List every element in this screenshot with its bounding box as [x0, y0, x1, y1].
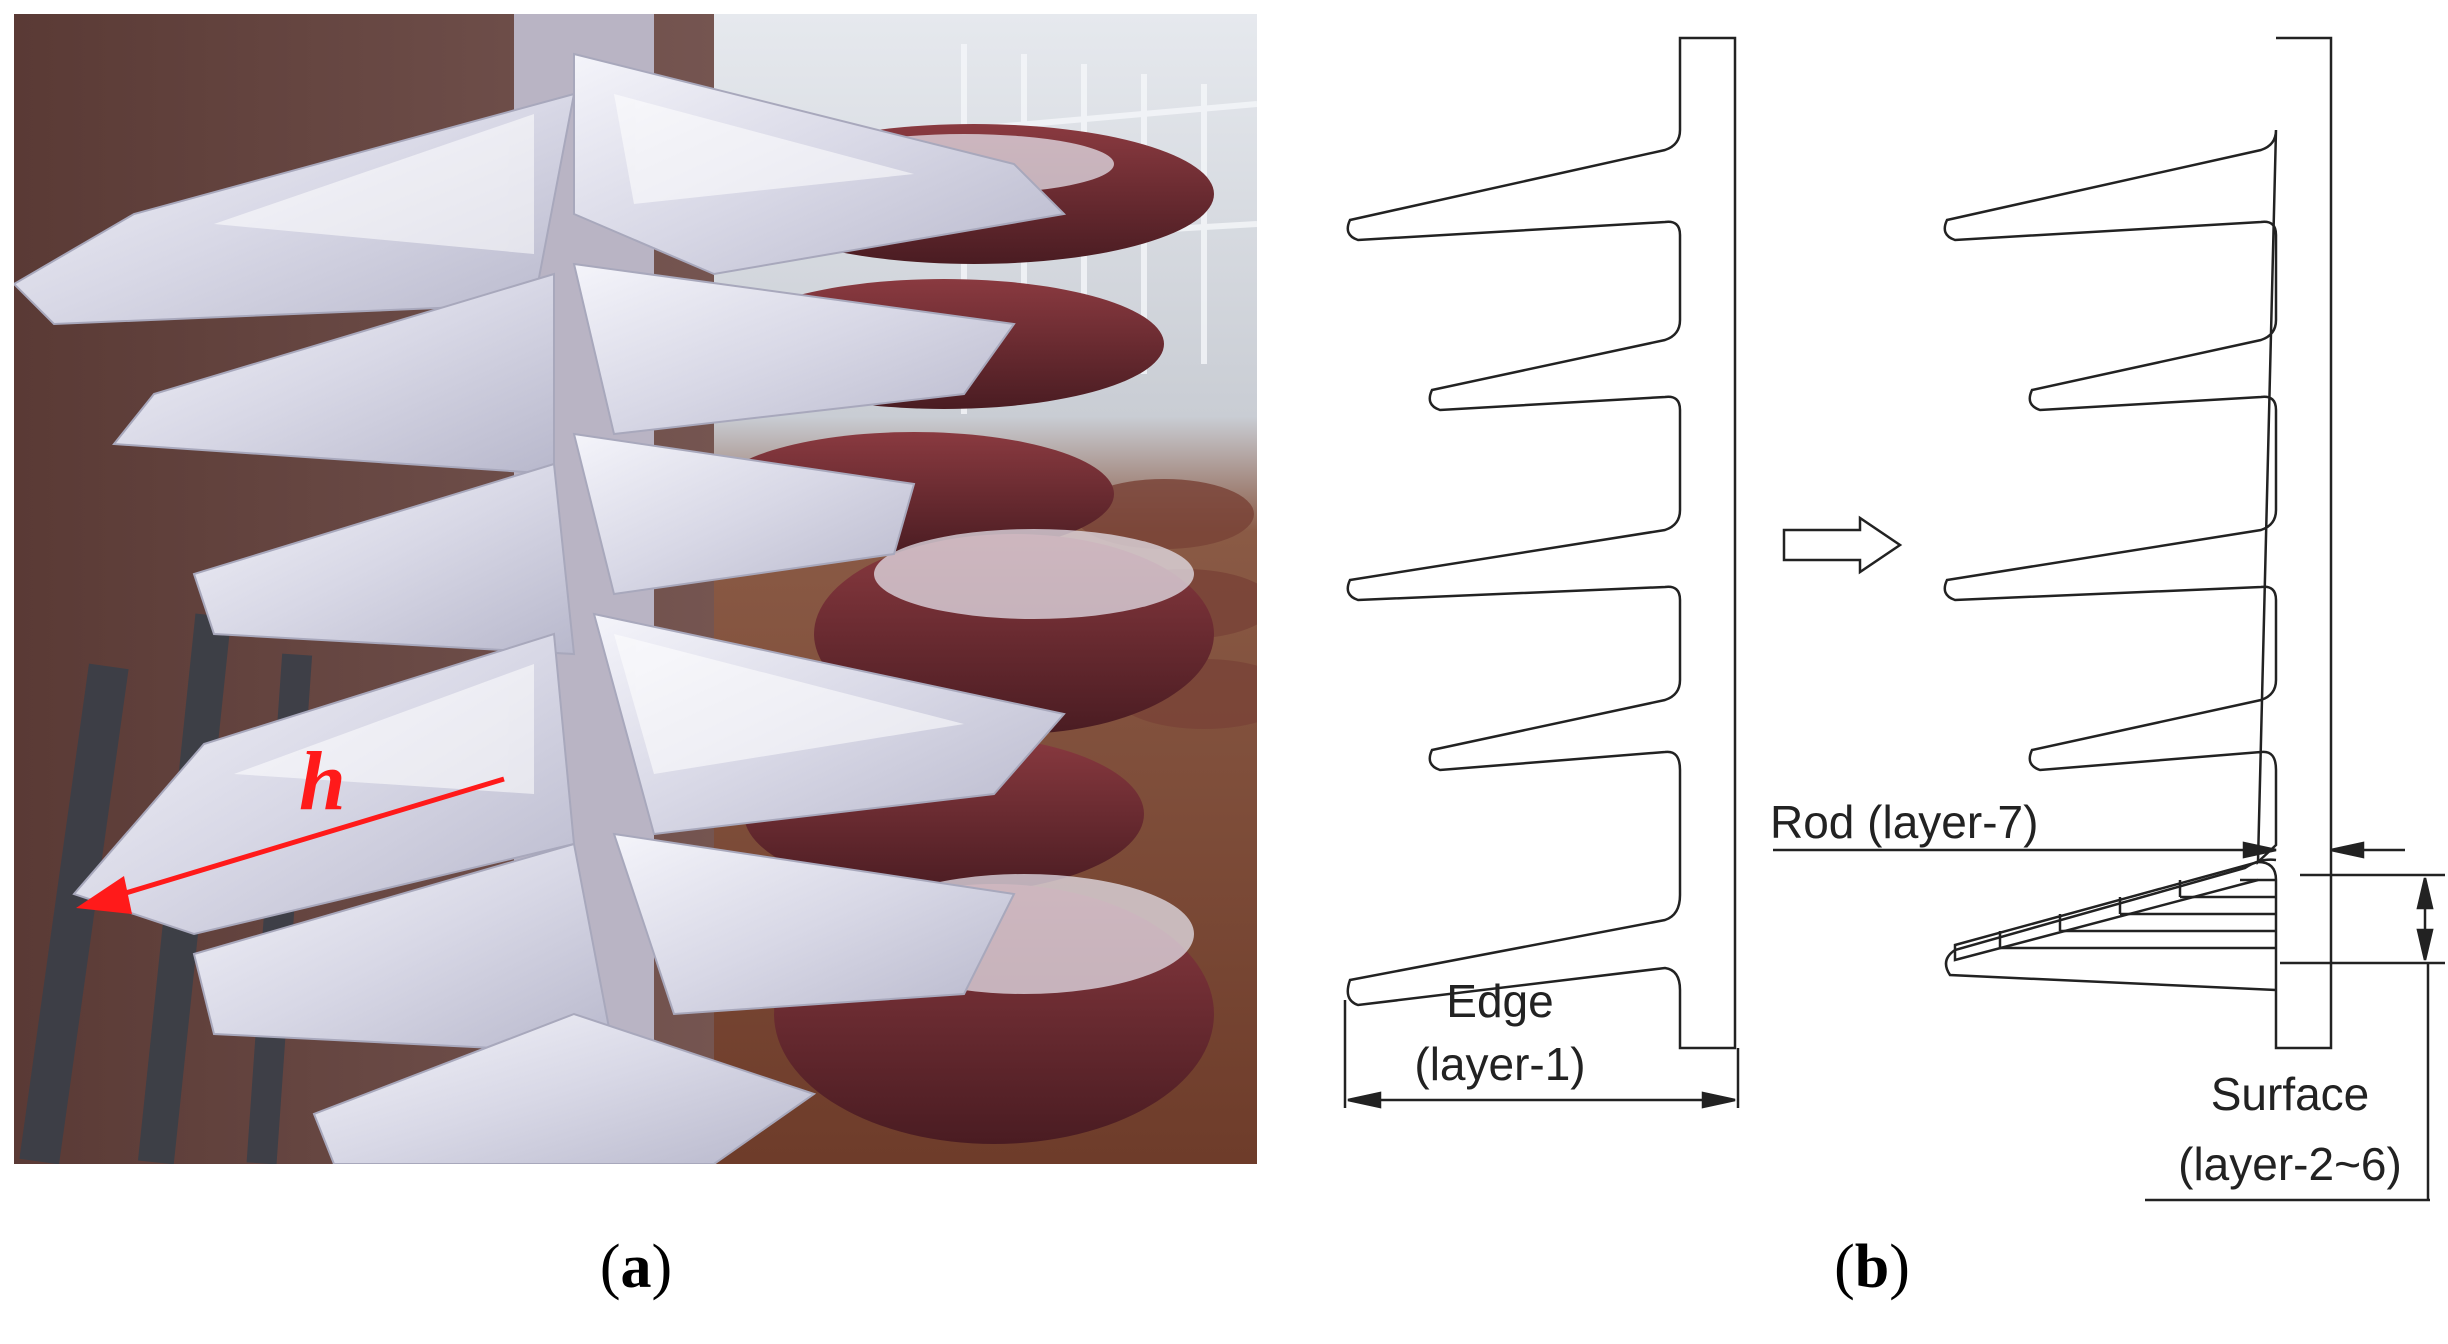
panel-label-a: (a): [599, 1233, 673, 1301]
surface-label-line1: Surface: [2211, 1068, 2370, 1120]
surface-label-line2: (layer-2~6): [2178, 1138, 2402, 1190]
panel-label-b: (b): [1834, 1233, 1910, 1301]
photo-illustration: h: [14, 14, 1257, 1164]
insulator-layer-diagram: Rod (layer-7) Edge (layer-1) Surface (la…: [1300, 0, 2448, 1339]
right-insulator-profile: [1943, 36, 2333, 1050]
height-label: h: [299, 735, 346, 828]
surface-dimension: [2145, 873, 2445, 1202]
edge-label-line2: (layer-1): [1414, 1038, 1585, 1090]
iced-insulator-photo: h: [14, 14, 1257, 1164]
edge-label-line1: Edge: [1446, 975, 1553, 1027]
height-arrow: [76, 776, 505, 914]
rod-label: Rod (layer-7): [1770, 796, 2038, 848]
edge-dimension: [1343, 1000, 1740, 1109]
transform-arrow: [1782, 515, 1903, 575]
diagram-svg: Rod (layer-7) Edge (layer-1) Surface (la…: [1343, 36, 2445, 1202]
left-insulator-profile: [1346, 36, 1737, 1050]
rod-dimension: [1773, 841, 2405, 859]
